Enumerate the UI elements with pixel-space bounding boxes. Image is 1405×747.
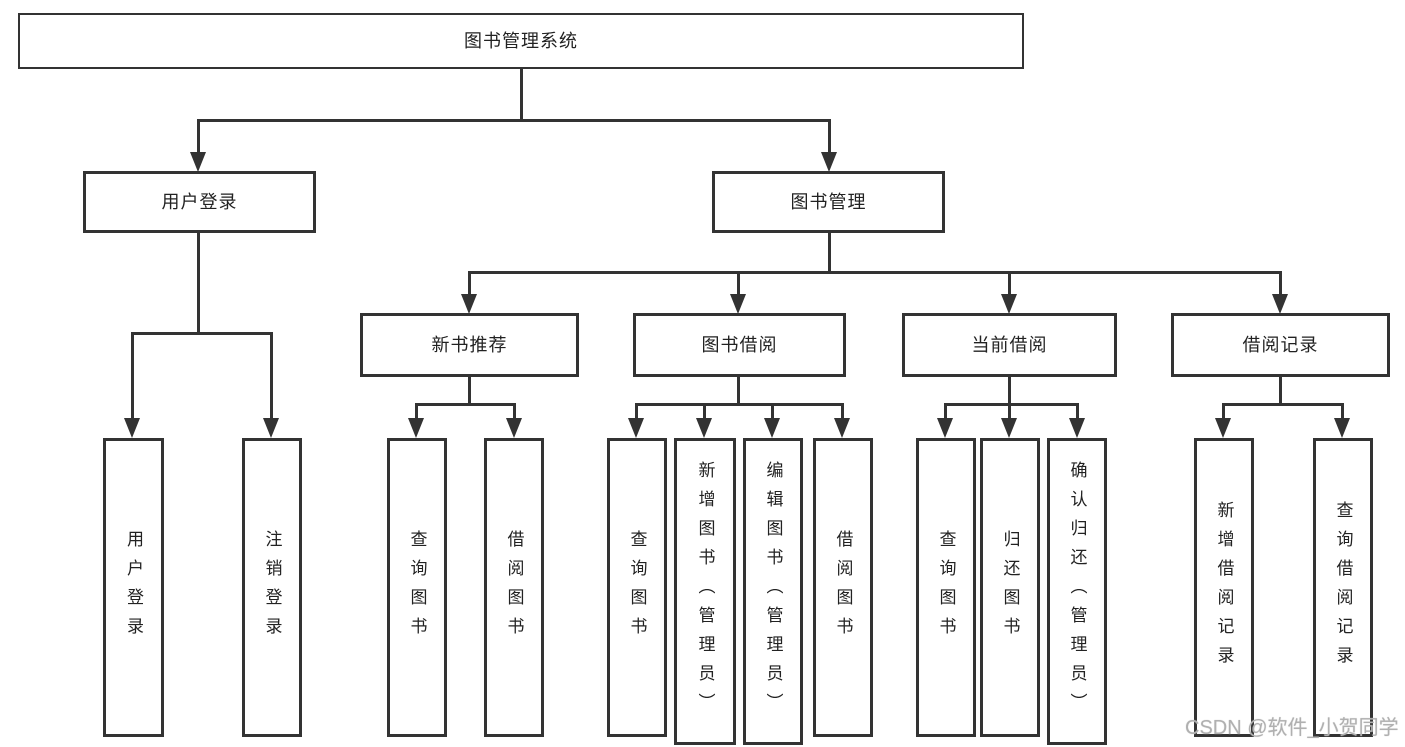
arrowhead-leaf-user-login <box>124 418 140 438</box>
leaf-borrow-book-2: 借阅图书 <box>813 438 873 737</box>
connector-to-leaf-add-book <box>703 403 706 420</box>
node-root: 图书管理系统 <box>18 13 1024 69</box>
arrowhead-book-mgmt <box>821 152 837 172</box>
arrowhead-leaf-edit-book <box>764 418 780 438</box>
arrowhead-book-borrow <box>730 294 746 314</box>
leaf-user-login: 用户登录 <box>103 438 164 737</box>
leaf-query-book-1: 查询图书 <box>387 438 447 737</box>
connector-to-leaf-query1 <box>415 403 418 420</box>
connector-root-stem <box>520 69 523 122</box>
arrowhead-leaf-logout <box>263 418 279 438</box>
node-current-borrow: 当前借阅 <box>902 313 1117 377</box>
leaf-query-borrow-record: 查询借阅记录 <box>1313 438 1373 737</box>
connector-level2-rail <box>197 119 831 122</box>
connector-current-borrow-rail <box>944 403 1079 406</box>
connector-to-leaf-borrow1 <box>513 403 516 420</box>
node-book-borrow-label: 图书借阅 <box>701 335 778 355</box>
leaf-logout: 注销登录 <box>242 438 302 737</box>
connector-borrow-records-stem <box>1279 377 1282 406</box>
leaf-borrow-book-1-label: 借阅图书 <box>504 529 524 646</box>
connector-new-book-rail <box>415 403 516 406</box>
connector-to-borrow-records <box>1279 271 1282 297</box>
leaf-return-book-label: 归还图书 <box>1000 529 1020 646</box>
connector-to-book-borrow <box>737 271 740 297</box>
leaf-return-book: 归还图书 <box>980 438 1040 737</box>
arrowhead-leaf-add-book <box>696 418 712 438</box>
leaf-borrow-book-1: 借阅图书 <box>484 438 544 737</box>
leaf-add-book-admin: 新增图书（管理员） <box>674 438 736 745</box>
node-user-login-label: 用户登录 <box>161 192 238 212</box>
leaf-user-login-label: 用户登录 <box>124 529 143 646</box>
arrowhead-current-borrow <box>1001 294 1017 314</box>
leaf-query-borrow-record-label: 查询借阅记录 <box>1333 500 1353 675</box>
leaf-query-book-2-label: 查询图书 <box>627 529 647 646</box>
connector-to-leaf-query-record <box>1341 403 1344 420</box>
leaf-add-borrow-record-label: 新增借阅记录 <box>1214 500 1234 675</box>
leaf-query-book-3: 查询图书 <box>916 438 976 737</box>
connector-book-borrow-rail <box>635 403 844 406</box>
arrowhead-leaf-borrow2 <box>834 418 850 438</box>
connector-to-leaf-edit-book <box>771 403 774 420</box>
node-new-book-rec: 新书推荐 <box>360 313 579 377</box>
connector-book-borrow-stem <box>737 377 740 406</box>
connector-to-leaf-borrow2 <box>841 403 844 420</box>
node-user-login: 用户登录 <box>83 171 316 233</box>
arrowhead-leaf-return <box>1001 418 1017 438</box>
connector-to-new-book <box>468 271 471 297</box>
connector-to-leaf-query3 <box>944 403 947 420</box>
connector-user-login-rail <box>131 332 273 335</box>
node-root-label: 图书管理系统 <box>464 31 578 51</box>
arrowhead-borrow-records <box>1272 294 1288 314</box>
leaf-confirm-return-admin-label: 确认归还（管理员） <box>1067 461 1087 722</box>
leaf-query-book-3-label: 查询图书 <box>936 529 956 646</box>
node-book-borrow: 图书借阅 <box>633 313 846 377</box>
connector-to-leaf-confirm <box>1076 403 1079 420</box>
arrowhead-user-login <box>190 152 206 172</box>
leaf-borrow-book-2-label: 借阅图书 <box>833 529 853 646</box>
connector-new-book-stem <box>468 377 471 406</box>
connector-to-book-mgmt <box>828 119 831 154</box>
node-book-mgmt-label: 图书管理 <box>790 192 867 212</box>
arrowhead-new-book <box>461 294 477 314</box>
leaf-confirm-return-admin: 确认归还（管理员） <box>1047 438 1107 745</box>
connector-to-user-login <box>197 119 200 154</box>
leaf-add-borrow-record: 新增借阅记录 <box>1194 438 1254 737</box>
leaf-add-book-admin-label: 新增图书（管理员） <box>695 461 715 722</box>
arrowhead-leaf-confirm <box>1069 418 1085 438</box>
node-current-borrow-label: 当前借阅 <box>971 335 1048 355</box>
arrowhead-leaf-add-record <box>1215 418 1231 438</box>
connector-to-leaf-return <box>1008 403 1011 420</box>
node-book-mgmt: 图书管理 <box>712 171 945 233</box>
leaf-query-book-1-label: 查询图书 <box>407 529 427 646</box>
leaf-edit-book-admin: 编辑图书（管理员） <box>743 438 803 745</box>
leaf-edit-book-admin-label: 编辑图书（管理员） <box>763 461 783 722</box>
connector-level3-rail <box>468 271 1281 274</box>
arrowhead-leaf-query3 <box>937 418 953 438</box>
node-new-book-rec-label: 新书推荐 <box>431 335 508 355</box>
connector-borrow-records-rail <box>1222 403 1344 406</box>
connector-book-mgmt-stem <box>828 233 831 274</box>
connector-to-leaf-user-login <box>131 332 134 420</box>
arrowhead-leaf-borrow1 <box>506 418 522 438</box>
csdn-watermark: CSDN @软件_小贺同学 <box>1185 717 1399 739</box>
leaf-logout-label: 注销登录 <box>262 529 282 646</box>
leaf-query-book-2: 查询图书 <box>607 438 667 737</box>
arrowhead-leaf-query1 <box>408 418 424 438</box>
connector-user-login-stem <box>197 233 200 335</box>
arrowhead-leaf-query2 <box>628 418 644 438</box>
connector-current-borrow-stem <box>1008 377 1011 406</box>
connector-to-current-borrow <box>1008 271 1011 297</box>
connector-to-leaf-logout <box>270 332 273 420</box>
connector-to-leaf-query2 <box>635 403 638 420</box>
node-borrow-records-label: 借阅记录 <box>1242 335 1319 355</box>
node-borrow-records: 借阅记录 <box>1171 313 1390 377</box>
arrowhead-leaf-query-record <box>1334 418 1350 438</box>
connector-to-leaf-add-record <box>1222 403 1225 420</box>
